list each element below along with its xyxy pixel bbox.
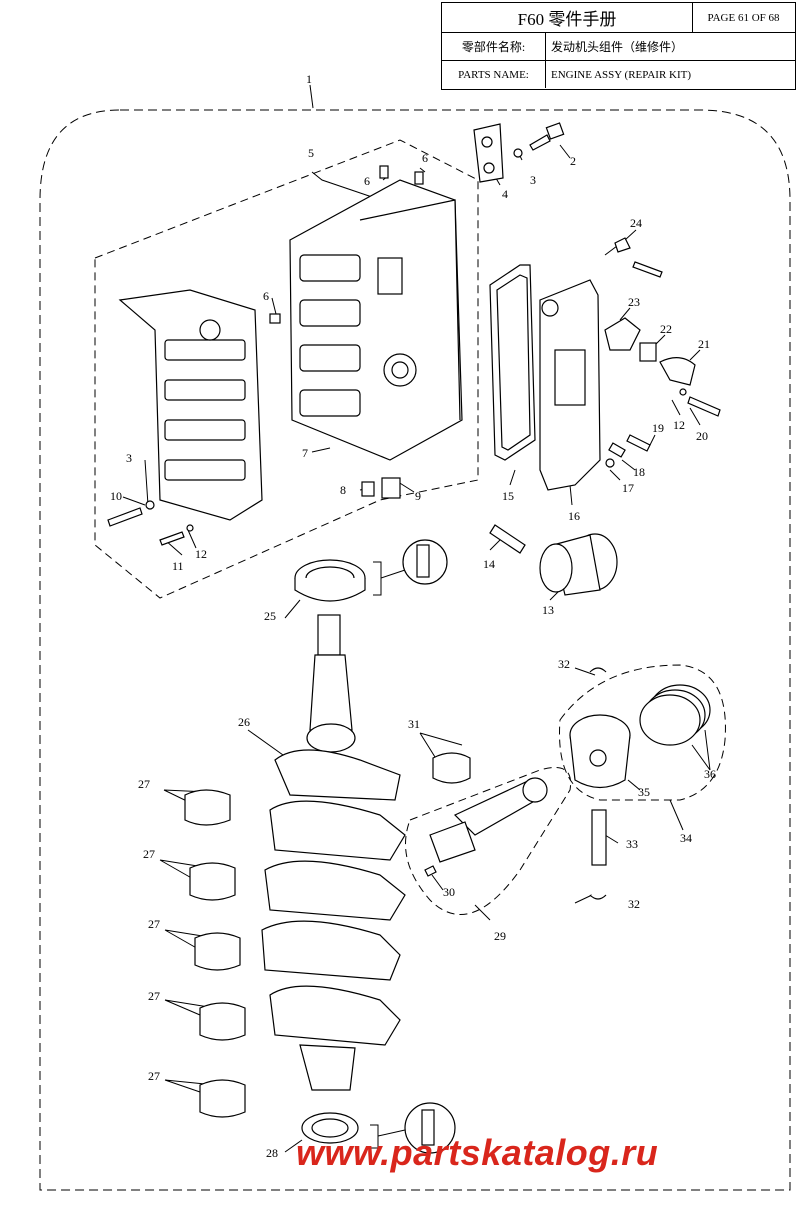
callout-32: 32: [558, 657, 570, 671]
callout-12: 12: [195, 547, 207, 561]
en-name-value: ENGINE ASSY (REPAIR KIT): [551, 68, 692, 81]
washer-part: [145, 500, 155, 510]
conrod-bolt-part: [424, 865, 437, 877]
main-bearing-part: [199, 1002, 246, 1041]
callout-27: 27: [148, 917, 160, 931]
callout-13: 13: [542, 603, 554, 617]
callout-11: 11: [172, 559, 184, 573]
callout-28: 28: [266, 1146, 278, 1160]
seal-orientation-icon: [404, 1102, 456, 1154]
callout-2: 2: [570, 154, 576, 168]
exhaust-cover-part: [539, 279, 601, 491]
main-bearing-part: [194, 932, 241, 971]
callout-36: 36: [704, 767, 716, 781]
circlip-part: [589, 894, 607, 900]
callout-23: 23: [628, 295, 640, 309]
page-number: PAGE 61 OF 68: [707, 11, 780, 24]
callout-6: 6: [364, 174, 370, 188]
callout-14: 14: [483, 557, 495, 571]
callout-12: 12: [673, 418, 685, 432]
dowel-pin-part: [379, 165, 389, 179]
bolt-part: [159, 531, 185, 546]
callout-3: 3: [530, 173, 536, 187]
en-name-label: PARTS NAME:: [458, 68, 529, 81]
callout-22: 22: [660, 322, 672, 336]
watermark-text: www.partskatalog.ru: [296, 1132, 659, 1173]
callout-20: 20: [696, 429, 708, 443]
callout-26: 26: [238, 715, 250, 729]
circlip-part: [589, 667, 607, 673]
callout-8: 8: [340, 483, 346, 497]
block-group-boundary: [94, 139, 479, 599]
conrod-bearing-part: [432, 752, 471, 784]
cn-name-value: 发动机头组件（维修件）: [551, 40, 684, 54]
callout-27: 27: [148, 1069, 160, 1083]
callout-24: 24: [630, 216, 642, 230]
callout-27: 27: [148, 989, 160, 1003]
callout-9: 9: [415, 489, 421, 503]
callout-31: 31: [408, 717, 420, 731]
piston-rings-part: [639, 684, 711, 746]
callout-27: 27: [143, 847, 155, 861]
title-block: F60 零件手册 PAGE 61 OF 68 零部件名称: 发动机头组件（维修件…: [441, 2, 796, 90]
callout-25: 25: [264, 609, 276, 623]
callout-6: 6: [263, 289, 269, 303]
kit-boundary: [39, 109, 791, 1191]
main-bearing-part: [184, 789, 231, 826]
crankcase-part: [118, 289, 263, 521]
callout-33: 33: [626, 837, 638, 851]
seal-orientation-icon: [402, 539, 448, 585]
callout-3: 3: [126, 451, 132, 465]
callout-1: 1: [306, 72, 312, 86]
callout-21: 21: [698, 337, 710, 351]
callout-30: 30: [443, 885, 455, 899]
callout-17: 17: [622, 481, 634, 495]
bolt-part: [107, 507, 143, 527]
conrod-group-boundary: [405, 767, 572, 915]
dowel-pin-part: [269, 313, 281, 324]
callout-34: 34: [680, 831, 692, 845]
gasket-part: [604, 317, 641, 351]
dowel-pin-part: [414, 171, 424, 185]
callout-7: 7: [302, 446, 308, 460]
callout-15: 15: [502, 489, 514, 503]
piston-pin-part: [591, 809, 607, 866]
en-name-row: PARTS NAME: ENGINE ASSY (REPAIR KIT): [442, 61, 795, 88]
cn-name-label: 零部件名称:: [461, 40, 526, 54]
title-row: F60 零件手册 PAGE 61 OF 68: [442, 3, 795, 33]
cn-name-row: 零部件名称: 发动机头组件（维修件）: [442, 33, 795, 61]
callout-4: 4: [502, 187, 508, 201]
main-bearing-part: [189, 862, 236, 901]
lifting-eye-part: [473, 123, 504, 183]
oil-filter-part: [539, 533, 618, 596]
cylinder-block-part: [289, 179, 463, 461]
thermostat-part: [639, 342, 657, 362]
main-bearing-part: [199, 1079, 246, 1118]
callout-35: 35: [638, 785, 650, 799]
callout-18: 18: [633, 465, 645, 479]
connecting-rod-part: [429, 777, 548, 863]
callout-16: 16: [568, 509, 580, 523]
callout-32: 32: [628, 897, 640, 911]
bolt-part: [513, 122, 565, 158]
callout-10: 10: [110, 489, 122, 503]
callout-5: 5: [308, 146, 314, 160]
oil-seal-part: [294, 559, 366, 602]
piston-part: [569, 714, 631, 789]
model-title: F60 零件手册: [517, 10, 617, 29]
callout-6: 6: [422, 151, 428, 165]
plug-part: [381, 477, 401, 499]
callout-27: 27: [138, 777, 150, 791]
oil-seal-part: [301, 1112, 359, 1144]
callout-29: 29: [494, 929, 506, 943]
crankshaft-part: [261, 614, 406, 1091]
piston-group-boundary: [559, 664, 726, 801]
oil-filter-stud-part: [489, 524, 526, 554]
thermostat-cover-part: [659, 357, 696, 386]
plug-part: [361, 481, 375, 497]
callout-19: 19: [652, 421, 664, 435]
